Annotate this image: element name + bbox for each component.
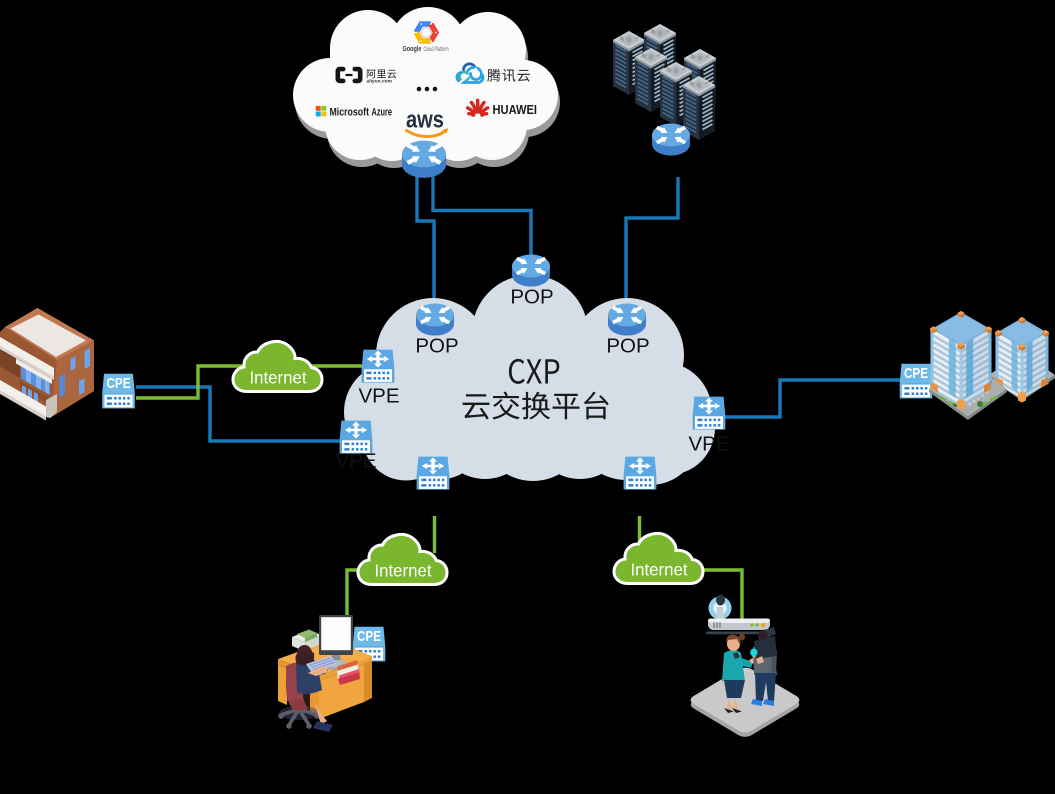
svg-text:aws: aws bbox=[406, 107, 444, 134]
svg-text:POP: POP bbox=[606, 335, 649, 358]
svg-text:HUAWEI: HUAWEI bbox=[493, 103, 538, 117]
svg-text:POP: POP bbox=[510, 286, 553, 309]
svg-text:VPE: VPE bbox=[688, 433, 729, 456]
svg-text:VPE: VPE bbox=[358, 385, 399, 408]
svg-text:Azure: Azure bbox=[372, 106, 393, 118]
svg-text:aliyun.com: aliyun.com bbox=[367, 79, 393, 84]
svg-text:VPE: VPE bbox=[335, 450, 376, 473]
svg-text:Cloud Platform: Cloud Platform bbox=[424, 46, 449, 53]
svg-text:Google: Google bbox=[403, 44, 422, 53]
svg-text:Microsoft: Microsoft bbox=[330, 106, 370, 118]
svg-text:POP: POP bbox=[415, 335, 458, 358]
